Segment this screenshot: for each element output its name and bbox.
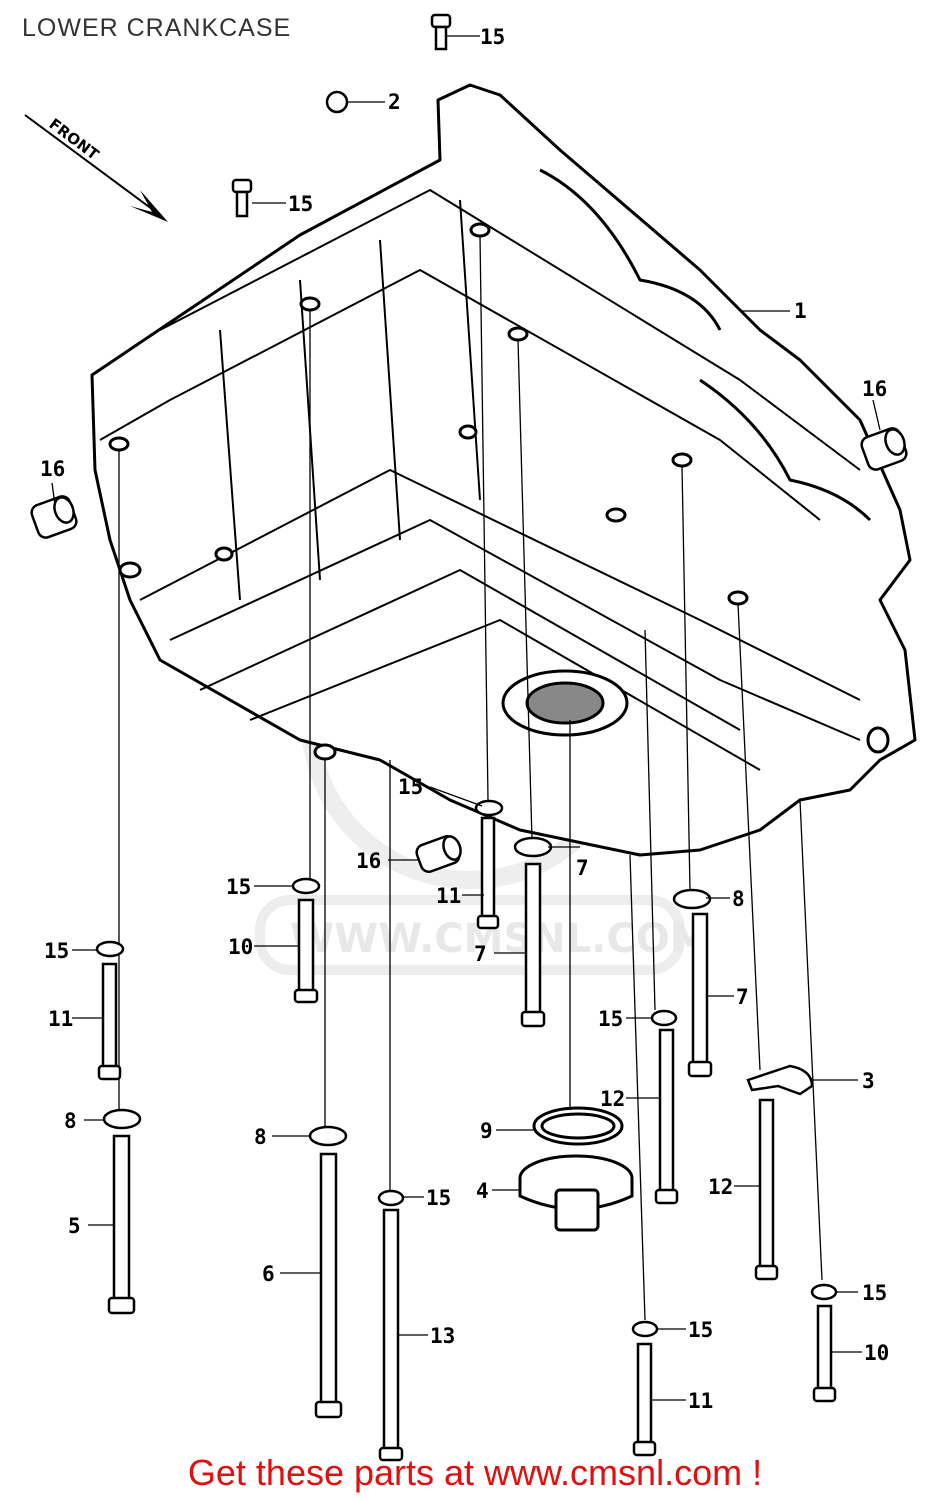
bolt-5 [107,1134,136,1315]
callout-10: 10 [864,1341,889,1365]
callout-labels: 15 2 15 1 16 16 15 7 16 11 15 8 10 15 7 … [40,25,889,1413]
callout-12: 12 [600,1087,625,1111]
bolts-14 [231,13,452,218]
callout-16: 16 [862,377,887,401]
bolt-10-b [812,1304,837,1403]
callout-6: 6 [262,1262,275,1286]
callout-15: 15 [598,1007,623,1031]
bolt-7-a [520,862,546,1028]
o-ring-9 [532,1106,624,1146]
callout-4: 4 [476,1179,489,1203]
callout-12: 12 [708,1175,733,1199]
bolt-11-a [476,816,500,930]
callout-15: 15 [226,875,251,899]
callout-8: 7 [576,856,589,880]
front-label: FRONT [46,115,103,164]
washers [95,799,838,1338]
bolt-12-a [654,1028,679,1205]
dowel-pins [30,427,908,873]
bolt-7-b [687,912,713,1078]
dowel-pin-16-right [860,427,908,471]
callout-15: 15 [44,939,69,963]
callout-11: 11 [688,1389,713,1413]
callout-16: 16 [40,457,65,481]
callout-8: 8 [732,887,745,911]
drain-plug-4 [518,1154,634,1232]
callout-7: 7 [736,985,749,1009]
callout-2: 2 [388,90,401,114]
bolt-11-b [97,962,122,1081]
callout-16: 16 [356,849,381,873]
front-direction-arrow: FRONT [24,114,168,222]
callout-15: 15 [398,775,423,799]
leader-lines [51,35,881,1401]
watermark-text: WWW.CMSNL.COM [290,916,710,962]
bolts [97,816,837,1462]
footer-parts-link[interactable]: Get these parts at www.cmsnl.com ! [187,1452,763,1493]
callout-13: 13 [430,1324,455,1348]
assembly-axis-lines [118,235,823,1321]
callout-14: 15 [288,192,313,216]
bolt-6 [314,1152,343,1419]
page-title: LOWER CRANKCASE [22,14,292,42]
callout-15: 15 [862,1281,887,1305]
callout-8: 8 [64,1109,77,1133]
bolt-11-c [632,1342,657,1457]
callout-11: 11 [436,884,461,908]
callout-14: 15 [480,25,505,49]
callout-5: 5 [68,1214,81,1238]
callout-15: 15 [426,1186,451,1210]
callout-11: 11 [48,1007,73,1031]
bolt-13 [378,1208,404,1462]
dowel-pin-16-left [30,495,78,539]
clamp-3 [746,1064,814,1096]
plug-2 [325,90,349,114]
bolt-10-a [293,898,319,1004]
callout-9: 9 [480,1119,493,1143]
callout-8: 8 [254,1125,267,1149]
callout-1: 1 [794,299,807,323]
lower-crankcase-body [90,83,917,857]
bolt-12-b [754,1098,779,1281]
callout-3: 3 [862,1069,875,1093]
callout-15: 15 [688,1318,713,1342]
callout-7: 7 [474,942,487,966]
callout-10: 10 [228,935,253,959]
dowel-pin-16-center [415,835,462,873]
